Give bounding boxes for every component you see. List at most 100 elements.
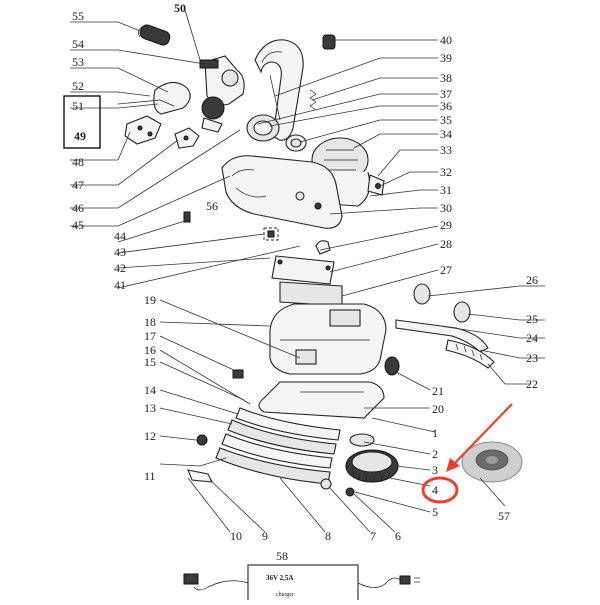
part-2-disc — [349, 433, 375, 447]
part-58-charger — [183, 564, 420, 602]
label-3: 3 — [432, 463, 438, 477]
part-13-16-skirt-strips — [215, 407, 341, 485]
label-14: 14 — [144, 383, 156, 397]
part-12-screw — [196, 434, 208, 446]
part-29-connector — [315, 240, 331, 255]
part-20-chassis — [258, 381, 385, 419]
label-51: 51 — [72, 99, 84, 113]
part-36-ring — [246, 114, 280, 142]
charger-rating: 36V 2,5A — [266, 574, 293, 582]
part-52-ball — [201, 96, 225, 133]
label-46: 46 — [72, 201, 84, 215]
highlight-arrow-head — [446, 458, 460, 472]
label-5: 5 — [432, 505, 438, 519]
label-10: 10 — [230, 529, 242, 543]
label-9: 9 — [262, 529, 268, 543]
label-21: 21 — [432, 384, 444, 398]
group-box-49-51 — [63, 95, 101, 149]
label-48: 48 — [72, 155, 84, 169]
label-39: 39 — [440, 51, 452, 65]
part-55-grip — [138, 24, 171, 46]
label-23: 23 — [526, 351, 538, 365]
label-40: 40 — [440, 33, 452, 47]
part-27-battery — [279, 281, 343, 307]
label-30: 30 — [440, 201, 452, 215]
label-47: 47 — [72, 178, 84, 192]
label-38: 38 — [440, 71, 452, 85]
part-35-ring — [285, 134, 307, 152]
label-13: 13 — [144, 401, 156, 415]
part-47-disc — [174, 127, 200, 149]
label-17: 17 — [144, 329, 156, 343]
charger-cable-left — [193, 580, 249, 591]
label-29: 29 — [440, 218, 452, 232]
label-52: 52 — [72, 79, 84, 93]
charger-cable-right — [357, 577, 403, 588]
label-24: 24 — [526, 331, 538, 345]
label-58: 58 — [276, 549, 288, 563]
label-44: 44 — [114, 229, 126, 243]
label-19: 19 — [144, 293, 156, 307]
label-53: 53 — [72, 55, 84, 69]
label-7: 7 — [370, 529, 376, 543]
label-35: 35 — [440, 113, 452, 127]
part-28-board — [271, 255, 335, 285]
part-17-tab — [232, 369, 244, 379]
label-1: 1 — [432, 426, 438, 440]
highlight-circle — [421, 476, 459, 504]
part-48-plate — [124, 115, 162, 145]
highlight-annotation — [421, 403, 513, 504]
label-2: 2 — [432, 447, 438, 461]
label-56: 56 — [206, 199, 218, 213]
part-23-skirt — [445, 339, 495, 369]
label-43: 43 — [114, 245, 126, 259]
part-44-screw — [183, 211, 191, 223]
label-54: 54 — [72, 37, 84, 51]
charger-plug-right — [399, 575, 411, 585]
part-9-bracket — [187, 469, 213, 483]
label-36: 36 — [440, 99, 452, 113]
label-6: 6 — [395, 529, 401, 543]
label-37: 37 — [440, 87, 452, 101]
charger-plug-left — [183, 573, 199, 585]
label-16: 16 — [144, 343, 156, 357]
label-32: 32 — [440, 165, 452, 179]
label-49: 49 — [74, 129, 86, 143]
label-22: 22 — [526, 377, 538, 391]
part-43-clip — [263, 227, 279, 241]
part-3-brush — [345, 449, 399, 483]
part-40-knob — [322, 34, 336, 50]
part-50-54-handle-head — [199, 55, 245, 106]
label-33: 33 — [440, 143, 452, 157]
label-18: 18 — [144, 315, 156, 329]
label-57: 57 — [498, 509, 510, 523]
part-number-labels: 55 50 54 53 52 51 49 48 47 46 45 56 44 4… — [72, 1, 538, 598]
part-21-wheel — [384, 356, 400, 376]
label-25: 25 — [526, 312, 538, 326]
label-50: 50 — [174, 1, 186, 15]
label-26: 26 — [526, 273, 538, 287]
label-55: 55 — [72, 9, 84, 23]
label-34: 34 — [440, 127, 452, 141]
highlight-arrow-shaft — [451, 403, 513, 467]
part-39-handle-frame — [254, 39, 304, 141]
charger-name: charger — [276, 592, 294, 598]
label-31: 31 — [440, 183, 452, 197]
part-25-wheel — [453, 301, 471, 323]
part-19-housing — [269, 303, 387, 375]
label-8: 8 — [325, 529, 331, 543]
part-5-bolt — [345, 487, 355, 497]
part-26-wheel — [413, 283, 431, 305]
part-7-nut — [320, 478, 332, 490]
part-24-arm — [395, 319, 489, 353]
label-15: 15 — [144, 355, 156, 369]
charger-body — [247, 564, 359, 602]
label-12: 12 — [144, 429, 156, 443]
label-28: 28 — [440, 237, 452, 251]
part-46-cover — [221, 155, 343, 229]
leader-lines — [70, 9, 545, 533]
part-32-33-bracket — [367, 174, 385, 196]
label-11: 11 — [144, 469, 156, 483]
